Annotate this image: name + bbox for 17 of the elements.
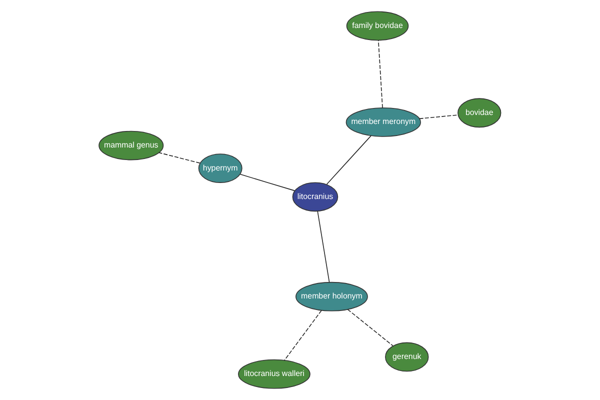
connector (347, 309, 394, 346)
node-ellipse: family bovidae (346, 11, 409, 41)
node-ellipse: mammal genus (98, 130, 164, 160)
connector (326, 135, 372, 185)
node-ellipse: hypernym (198, 154, 242, 183)
node-ellipse: litocranius (292, 182, 338, 212)
connector (240, 174, 296, 192)
node-ellipse: gerenuk (385, 342, 429, 372)
connector (158, 152, 200, 164)
connector (419, 114, 458, 120)
node-ellipse: bovidae (458, 98, 502, 128)
node-ellipse: member holonym (296, 282, 368, 312)
node-ellipse: litocranius walleri (238, 359, 310, 389)
node-ellipse: member meronym (346, 108, 421, 137)
connector (317, 210, 330, 282)
connector (284, 310, 322, 361)
connector (378, 40, 383, 108)
